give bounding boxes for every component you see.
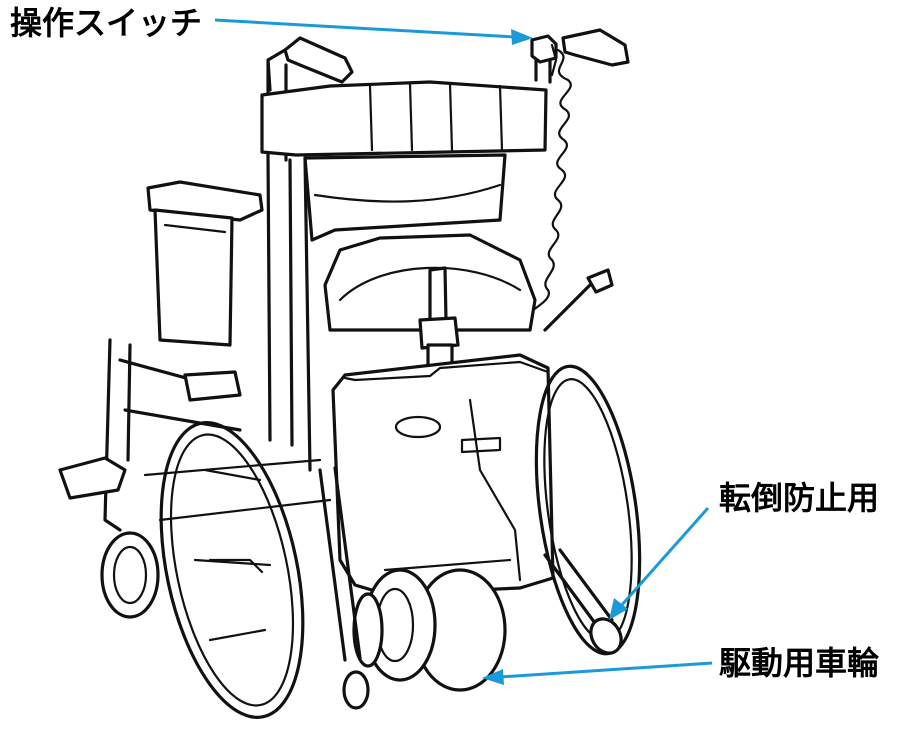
callout-arrow-drive-wheel [482,661,713,685]
label-drive-wheel: 駆動用車輪 [719,644,880,682]
wheelchair-illustration [58,28,642,719]
callout-arrow-operation-switch [214,18,533,45]
label-operation-switch: 操作スイッチ [10,4,203,42]
label-anti-tip: 転倒防止用 [719,479,880,517]
callout-arrow-anti-tip [609,507,710,620]
